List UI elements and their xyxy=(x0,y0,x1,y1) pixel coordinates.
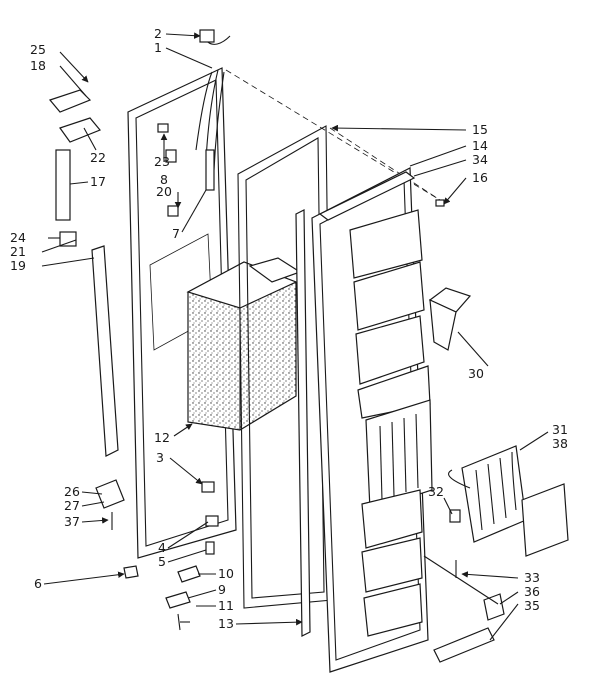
callout-26: 26 xyxy=(64,484,80,499)
callout-38: 38 xyxy=(552,436,568,451)
callout-labels: 25 18 22 17 24 21 19 26 27 37 6 2 1 23 8… xyxy=(10,26,568,631)
callout-32: 32 xyxy=(428,484,444,499)
callout-10: 10 xyxy=(218,566,234,581)
callout-19: 19 xyxy=(10,258,26,273)
callout-16: 16 xyxy=(472,170,488,185)
breaker-strip xyxy=(295,209,311,637)
callout-20: 20 xyxy=(156,184,172,199)
ice-chute-housing xyxy=(186,257,302,431)
callout-24: 24 xyxy=(10,230,26,245)
callout-9: 9 xyxy=(218,582,226,597)
leader-lines xyxy=(41,32,549,641)
dispenser-module xyxy=(448,445,569,557)
callout-4: 4 xyxy=(158,540,166,555)
callout-5: 5 xyxy=(158,554,166,569)
callout-8: 8 xyxy=(160,172,168,187)
callout-23: 23 xyxy=(154,154,170,169)
callout-33: 33 xyxy=(524,570,540,585)
callout-37: 37 xyxy=(64,514,80,529)
callout-6: 6 xyxy=(34,576,42,591)
callout-18: 18 xyxy=(30,58,46,73)
callout-12: 12 xyxy=(154,430,170,445)
door-stop-parts xyxy=(48,89,139,579)
callout-36: 36 xyxy=(524,584,540,599)
callout-7: 7 xyxy=(172,226,180,241)
callout-27: 27 xyxy=(64,498,80,513)
callout-22: 22 xyxy=(90,150,106,165)
callout-13: 13 xyxy=(218,616,234,631)
small-hardware xyxy=(157,123,505,663)
callout-17: 17 xyxy=(90,174,106,189)
callout-3: 3 xyxy=(156,450,164,465)
callout-11: 11 xyxy=(218,598,234,613)
callout-25: 25 xyxy=(30,42,46,57)
callout-2: 2 xyxy=(154,26,162,41)
reference-dashed-lines xyxy=(225,69,441,201)
door-outer-panel-with-shelves xyxy=(311,167,433,673)
callout-31: 31 xyxy=(552,422,568,437)
callout-14: 14 xyxy=(472,138,488,153)
callout-15: 15 xyxy=(472,122,488,137)
callout-21: 21 xyxy=(10,244,26,259)
callout-35: 35 xyxy=(524,598,540,613)
callout-1: 1 xyxy=(154,40,162,55)
callout-34: 34 xyxy=(472,152,488,167)
callout-30: 30 xyxy=(468,366,484,381)
ice-chute-part xyxy=(428,287,472,351)
